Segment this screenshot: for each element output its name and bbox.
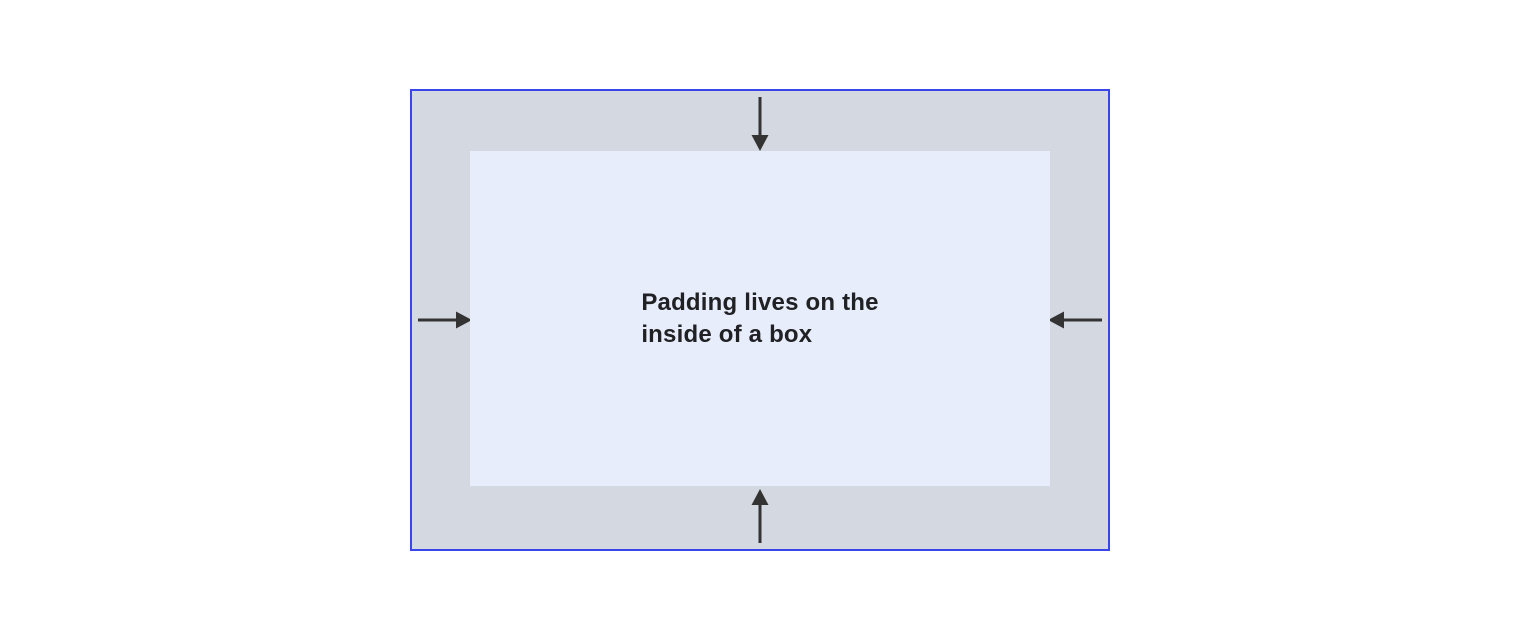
padding-label-line-2: inside of a box [641, 320, 813, 348]
arrow-up-icon [748, 488, 772, 544]
padding-label-line-1: Padding lives on the [641, 288, 879, 316]
padding-label: Padding lives on the inside of a box [641, 287, 878, 351]
element-box: Padding lives on the inside of a box [410, 89, 1110, 551]
arrow-right-icon [417, 308, 473, 332]
arrow-down-icon [748, 96, 772, 152]
arrow-left-icon [1047, 308, 1103, 332]
content-box: Padding lives on the inside of a box [470, 151, 1050, 486]
